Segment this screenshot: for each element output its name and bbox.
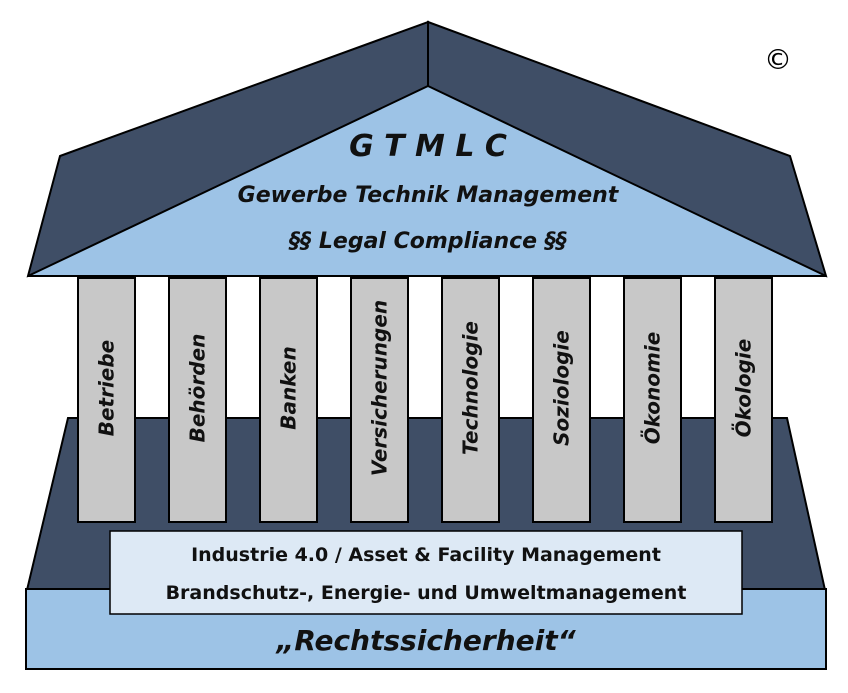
roof-line-1: Gewerbe Technik Management <box>238 183 620 208</box>
base-label: „Rechtssicherheit“ <box>275 624 576 657</box>
pillars-group: Betriebe Behörden Banken Versicherungen Tech… <box>77 277 773 523</box>
pillar <box>623 277 682 523</box>
pillar-label: Soziologie <box>550 330 574 446</box>
pillar-label: Behörden <box>186 334 210 443</box>
pillar <box>532 277 591 523</box>
roof-pediment <box>27 84 827 277</box>
roof-line-2: §§ Legal Compliance §§ <box>288 229 567 254</box>
band-line-1: Industrie 4.0 / Asset & Facility Managem… <box>191 544 661 566</box>
pillar <box>714 277 773 523</box>
band-line-2: Brandschutz-, Energie- und Umweltmanagem… <box>166 582 687 604</box>
pillar-label: Betriebe <box>95 340 119 437</box>
pillar-label: Technologie <box>459 321 483 455</box>
pillar <box>77 277 136 523</box>
pillar <box>441 277 500 523</box>
roof-title: G T M L C <box>349 129 507 164</box>
pillar <box>259 277 318 523</box>
pillar <box>168 277 227 523</box>
copyright-icon: © <box>764 43 792 76</box>
pillar-label: Versicherungen <box>368 300 392 476</box>
pillar-label: Ökologie <box>732 339 756 438</box>
pillar-label: Banken <box>277 346 301 429</box>
pillar <box>350 277 409 523</box>
band-panel <box>109 530 743 615</box>
pillar-label: Ökonomie <box>641 332 665 445</box>
